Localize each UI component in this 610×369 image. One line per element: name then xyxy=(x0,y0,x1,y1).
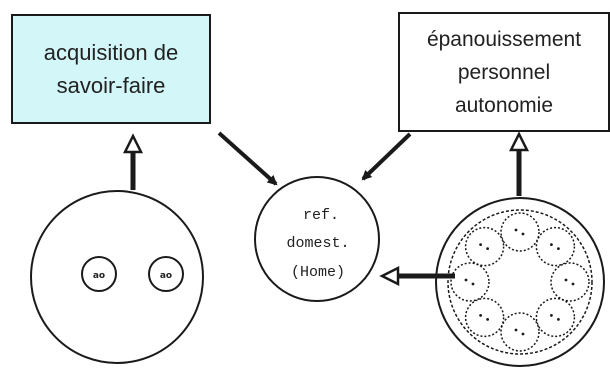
cell-8 xyxy=(464,226,505,267)
skills-box-line-1: acquisition de xyxy=(43,40,179,65)
cell-dot xyxy=(479,314,482,317)
cell-dot xyxy=(471,282,475,286)
left-circle xyxy=(30,190,204,364)
arrow-leftbox-to-home xyxy=(217,131,278,186)
cell-dot xyxy=(486,318,489,321)
skills-box: acquisition de savoir-faire xyxy=(11,14,211,124)
left-inner-label-2: ao xyxy=(160,271,172,281)
arrow-rightbox-to-home xyxy=(361,132,412,181)
cell-dot xyxy=(479,243,482,247)
left-inner-circle-1 xyxy=(81,256,117,292)
cell-dot xyxy=(550,243,553,247)
cell-dot xyxy=(571,282,575,286)
autonomy-box-line-2: personnel xyxy=(457,60,551,84)
cell-5 xyxy=(500,312,540,352)
home-circle xyxy=(254,176,380,302)
autonomy-box-line-3: autonomie xyxy=(454,93,554,117)
left-inner-label-1: ao xyxy=(93,271,105,281)
cell-dot xyxy=(564,278,568,282)
cell-dot xyxy=(521,332,525,336)
cell-dot xyxy=(486,247,489,251)
cell-2 xyxy=(535,226,576,267)
cell-dot xyxy=(464,278,468,282)
autonomy-box-line-1: épanouissement xyxy=(426,27,582,51)
cell-dot xyxy=(557,247,560,251)
left-inner-circle-2 xyxy=(148,256,184,292)
cell-3 xyxy=(550,262,590,302)
cell-4 xyxy=(535,297,576,338)
cell-dot xyxy=(521,232,525,236)
arrow-rightcircle-to-home-head xyxy=(379,265,400,287)
home-line-3: (Home) xyxy=(291,264,345,281)
home-line-2: domest. xyxy=(286,235,349,252)
arrow-right-up-head xyxy=(508,131,530,152)
right-inner-ring xyxy=(447,209,593,355)
autonomy-box: épanouissement personnel autonomie xyxy=(398,12,610,132)
arrow-left-up-head xyxy=(122,133,144,154)
cell-dot xyxy=(557,318,560,321)
cell-7 xyxy=(450,262,490,302)
skills-box-line-2: savoir-faire xyxy=(56,73,166,98)
cell-dot xyxy=(550,314,553,317)
cell-dot xyxy=(514,328,518,332)
home-line-1: ref. xyxy=(303,207,339,224)
cell-cluster xyxy=(450,212,590,352)
cell-1 xyxy=(500,212,540,252)
cell-dot xyxy=(514,228,518,232)
cell-6 xyxy=(464,297,505,338)
